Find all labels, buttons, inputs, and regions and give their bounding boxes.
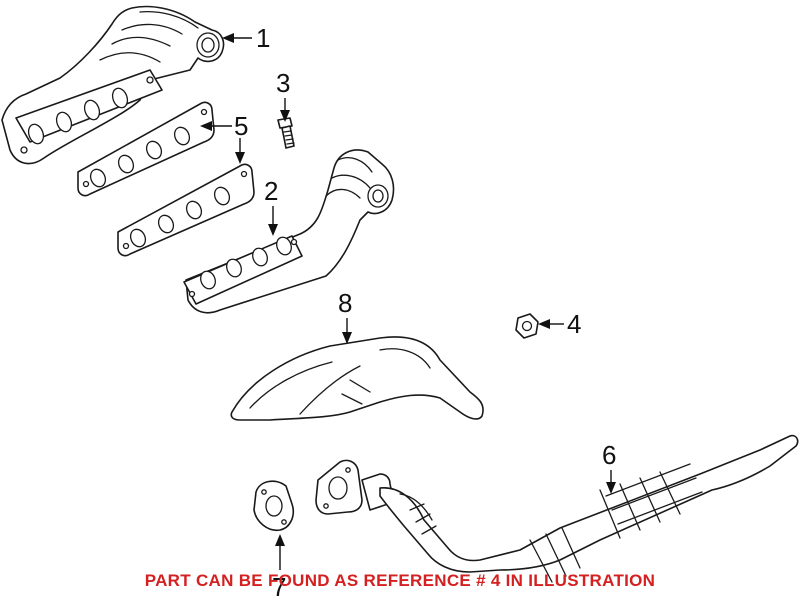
exhaust-manifold-right[interactable]	[183, 149, 395, 314]
callout-5: 5	[234, 111, 248, 141]
callout-6: 6	[602, 440, 616, 470]
callout-2: 2	[264, 176, 278, 206]
leader-5	[200, 121, 245, 164]
callout-4: 4	[567, 309, 581, 339]
manifold-gasket-lower[interactable]	[117, 163, 255, 257]
callout-3: 3	[276, 68, 290, 98]
exhaust-manifold-left[interactable]	[1, 5, 225, 165]
flange-gasket[interactable]	[253, 480, 295, 532]
callout-7: 7	[272, 572, 286, 600]
catalytic-converter[interactable]	[315, 434, 799, 583]
callout-8: 8	[338, 288, 352, 318]
stud-bolt[interactable]	[277, 117, 295, 149]
leader-4	[538, 319, 564, 329]
leader-2	[268, 206, 278, 236]
leader-8	[342, 318, 352, 344]
heat-shield[interactable]	[230, 336, 484, 421]
reference-note: PART CAN BE FOUND AS REFERENCE # 4 IN IL…	[144, 571, 656, 590]
nut[interactable]	[515, 313, 539, 339]
leader-7	[275, 534, 285, 570]
leader-3	[280, 98, 290, 122]
leader-6	[606, 470, 616, 494]
leader-1	[222, 33, 252, 43]
callout-1: 1	[256, 23, 270, 53]
manifold-gasket-upper[interactable]	[77, 101, 215, 197]
